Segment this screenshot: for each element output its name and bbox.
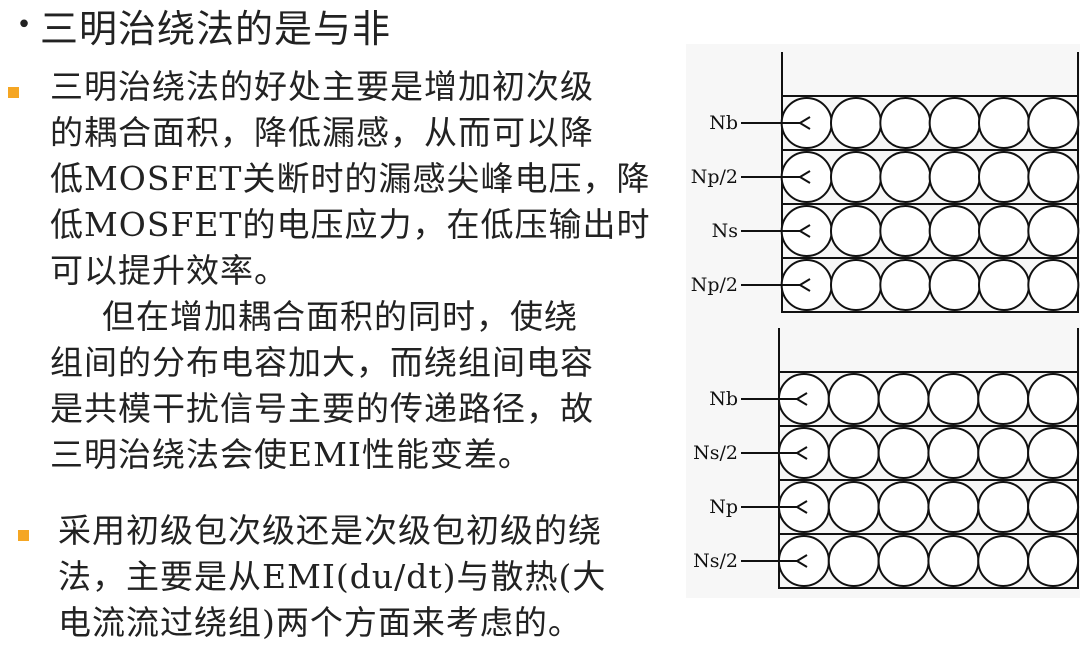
title-bullet: •	[16, 10, 32, 40]
wire-turn-circle	[928, 97, 981, 149]
wire-turn-circle	[877, 535, 930, 587]
winding-label: Nb	[709, 112, 738, 134]
wire-turn-circle	[1027, 535, 1080, 587]
wire-turn-circle	[927, 535, 980, 587]
wire-turn-circle	[928, 259, 981, 311]
wire-turn-circle	[977, 373, 1030, 425]
winding-label: Np/2	[691, 166, 738, 188]
wire-turn-circle	[830, 259, 882, 311]
wire-turn-circle	[830, 151, 882, 203]
text-line: 三明治绕法会使EMI性能变差。	[50, 435, 532, 474]
wire-turn-circle	[978, 151, 1030, 203]
wire-turn-circle	[827, 481, 880, 533]
wire-turn-circle	[1027, 151, 1080, 203]
wire-turn-circle	[879, 205, 932, 257]
wire-turn-circle	[977, 427, 1030, 479]
arrow-head-icon	[798, 278, 811, 292]
winding-label: Nb	[709, 388, 738, 410]
arrow-head-icon	[798, 116, 811, 130]
wire-turn-circle	[978, 97, 1030, 149]
text-line: 电流流过绕组)两个方面来考虑的。	[58, 603, 582, 642]
wire-turn-circle	[1027, 427, 1080, 479]
wire-turn-circle	[1027, 373, 1080, 425]
wire-turn-circle	[977, 535, 1030, 587]
winding-label: Ns/2	[693, 550, 738, 572]
winding-label: Ns/2	[693, 442, 738, 464]
wire-turn-circle	[928, 205, 981, 257]
wire-turn-circle	[978, 205, 1030, 257]
arrow-head-icon	[795, 446, 808, 460]
section-1-text: 三明治绕法的好处主要是增加初次级 的耦合面积，降低漏感，从而可以降 低MOSFE…	[50, 64, 650, 478]
text-line: 组间的分布电容加大，而绕组间电容	[50, 343, 594, 382]
winding-label: Np	[709, 496, 738, 518]
wire-turn-circle	[1027, 259, 1080, 311]
wire-turn-circle	[879, 151, 932, 203]
text-line: 三明治绕法的好处主要是增加初次级	[50, 67, 594, 106]
wire-turn-circle	[978, 259, 1030, 311]
page-title: 三明治绕法的是与非	[40, 6, 392, 51]
arrow-head-icon	[798, 224, 811, 238]
arrow-head-icon	[795, 554, 808, 568]
orange-square-bullet-icon	[18, 530, 29, 541]
wire-turn-circle	[877, 481, 930, 533]
title-row: • 三明治绕法的是与非	[8, 0, 392, 51]
wire-turn-circle	[830, 97, 882, 149]
wire-turn-circle	[827, 535, 880, 587]
winding-label: Ns	[712, 220, 738, 242]
text-line: 低MOSFET关断时的漏感尖峰电压，降	[50, 159, 651, 198]
wire-turn-circle	[830, 205, 882, 257]
wire-turn-circle	[927, 373, 980, 425]
arrow-head-icon	[798, 170, 811, 184]
wire-turn-circle	[977, 481, 1030, 533]
wire-turn-circle	[1027, 481, 1080, 533]
wire-turn-circle	[879, 97, 932, 149]
text-line: 但在增加耦合面积的同时，使绕	[102, 297, 578, 336]
text-line: 的耦合面积，降低漏感，从而可以降	[50, 113, 594, 152]
wire-turn-circle	[927, 427, 980, 479]
wire-turn-circle	[877, 427, 930, 479]
section-2-text: 采用初级包次级还是次级包初级的绕 法，主要是从EMI(du/dt)与散热(大 电…	[58, 508, 606, 646]
wire-turn-circle	[1027, 97, 1080, 149]
text-line: 是共模干扰信号主要的传递路径，故	[50, 389, 594, 428]
wire-turn-circle	[827, 373, 880, 425]
winding-label: Np/2	[691, 274, 738, 296]
text-line: 采用初级包次级还是次级包初级的绕	[58, 511, 602, 550]
wire-turn-circle	[927, 481, 980, 533]
wire-turn-circle	[1027, 205, 1080, 257]
orange-square-bullet-icon	[8, 87, 19, 98]
wire-turn-circle	[928, 151, 981, 203]
wire-turn-circle	[877, 373, 930, 425]
text-line: 低MOSFET的电压应力，在低压输出时	[50, 205, 651, 244]
arrow-head-icon	[795, 500, 808, 514]
arrow-head-icon	[795, 392, 808, 406]
text-line: 可以提升效率。	[50, 251, 288, 290]
text-line: 法，主要是从EMI(du/dt)与散热(大	[58, 557, 607, 596]
wire-turn-circle	[827, 427, 880, 479]
wire-turn-circle	[879, 259, 932, 311]
